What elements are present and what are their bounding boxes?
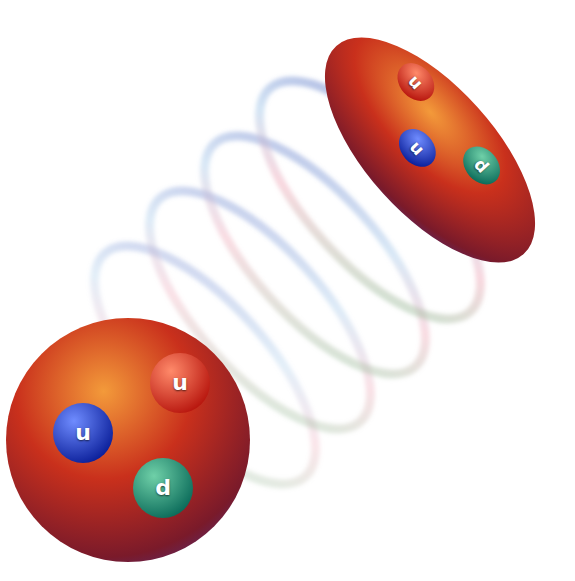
quark-fill: [150, 353, 210, 413]
body-shape: [6, 318, 250, 562]
quark-fill: [390, 56, 442, 109]
quark: u: [52, 402, 114, 464]
proton-sphere: u u d: [6, 318, 250, 562]
quark-label: d: [155, 477, 171, 499]
quark-fill: [391, 122, 443, 175]
body-fill: [6, 318, 250, 562]
quark-fill: [456, 139, 508, 192]
quark-label: u: [75, 422, 91, 444]
quark-fill: [133, 458, 193, 518]
body-fill: [289, 3, 571, 297]
quark: d: [132, 457, 194, 519]
quark-label: u: [172, 372, 188, 394]
quark-fill: [53, 403, 113, 463]
quark: u: [149, 352, 211, 414]
